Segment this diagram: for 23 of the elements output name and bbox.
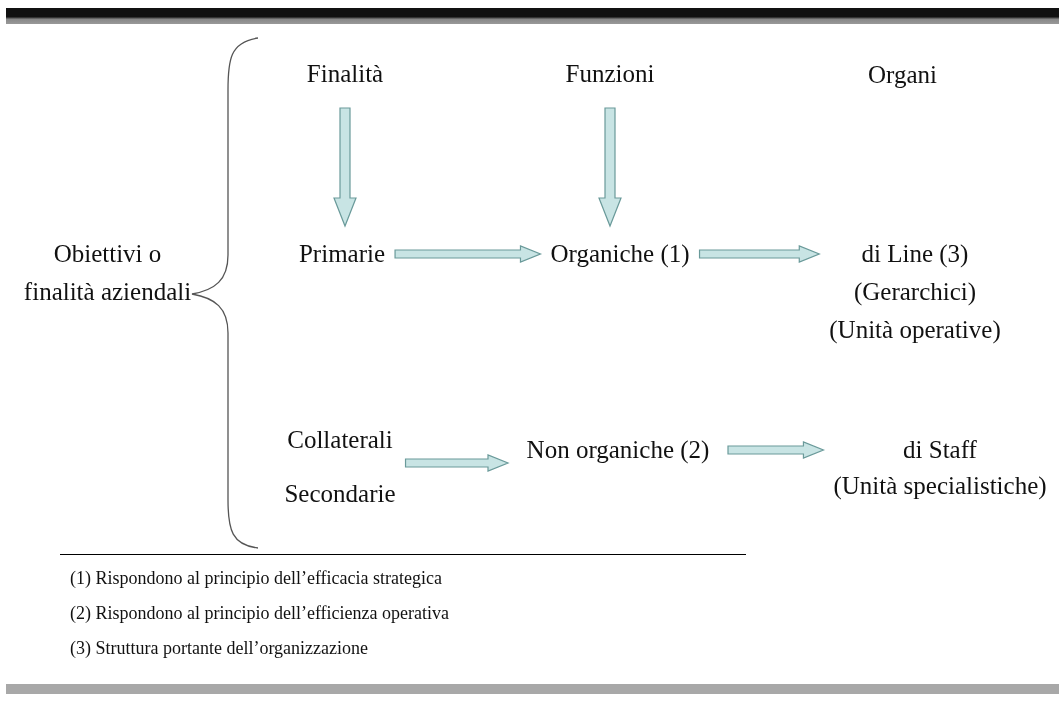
block-arrow xyxy=(333,107,357,228)
block-arrow xyxy=(727,441,826,459)
node-text: Collaterali xyxy=(287,425,393,455)
column-label: Obiettivi o finalità aziendali xyxy=(22,239,193,307)
node-text: di Line (3) xyxy=(861,239,969,270)
node-text: Funzioni xyxy=(565,59,655,89)
block-arrow xyxy=(404,454,510,472)
node-text: Finalità xyxy=(306,59,384,89)
column-label: Organi xyxy=(868,60,937,90)
node-text: (Unità specialistiche) xyxy=(833,471,1047,502)
node-text: (Gerarchici) xyxy=(853,277,977,308)
node-text: di Staff xyxy=(903,435,977,465)
footnote: (1) Rispondono al principio dell’efficacia strategica xyxy=(70,568,443,589)
footnote: (3) Struttura portante dell’organizzazione xyxy=(70,638,369,659)
footnote: (2) Rispondono al principio dell’efficienza operativa xyxy=(70,603,450,624)
block-arrow xyxy=(394,245,543,263)
node-text: (Unità operative) xyxy=(829,315,1001,346)
node-text: Secondarie xyxy=(284,479,396,509)
node-text: Primarie xyxy=(298,239,386,269)
node-text: Organiche (1) xyxy=(550,239,690,270)
block-arrow xyxy=(698,245,821,263)
block-arrow xyxy=(598,107,622,228)
node-text: Non organiche (2) xyxy=(525,435,711,466)
